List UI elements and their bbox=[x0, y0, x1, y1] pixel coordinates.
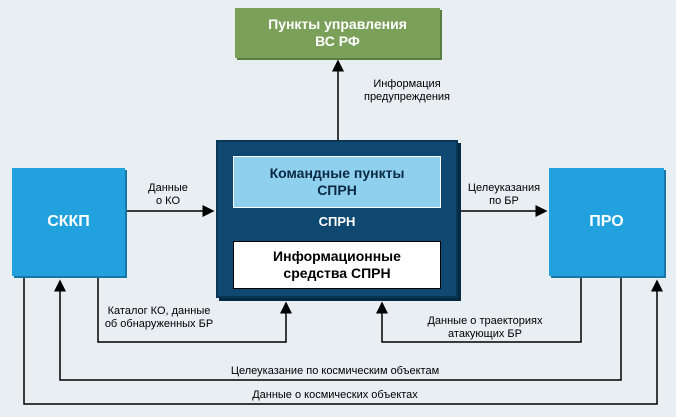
sprn-label: СПРН bbox=[318, 213, 356, 229]
pro-box: ПРО bbox=[549, 168, 664, 276]
label-ko-data: Данные о КО bbox=[148, 182, 188, 207]
label-space-data: Данные о космических объектах bbox=[252, 389, 418, 401]
label-target-space: Целеуказание по космическим объектам bbox=[230, 365, 440, 377]
sprn-info-means-box: Информационные средства СПРН bbox=[233, 241, 441, 289]
arrow-space-data bbox=[23, 277, 663, 405]
arrow-trajectories bbox=[376, 277, 582, 343]
pro-label: ПРО bbox=[589, 213, 624, 230]
command-points-vs-rf-box: Пункты управления ВС РФ bbox=[235, 8, 440, 58]
label-catalog: Каталог КО, данные об обнаруженных БР bbox=[104, 305, 214, 330]
sskp-box: СККП bbox=[12, 168, 125, 276]
label-target-br: Целеуказания по БР bbox=[467, 182, 541, 207]
sprn-command-points-label: Командные пункты СПРН bbox=[269, 165, 405, 198]
command-points-vs-rf-label: Пункты управления ВС РФ bbox=[268, 16, 407, 49]
sprn-command-points-box: Командные пункты СПРН bbox=[233, 156, 441, 208]
label-trajectories: Данные о траекториях атакующих БР bbox=[427, 315, 543, 340]
arrow-catalog bbox=[97, 277, 292, 343]
sskp-label: СККП bbox=[47, 213, 90, 230]
arrow-target-space bbox=[54, 277, 622, 381]
label-warning-info: Информация предупреждения bbox=[363, 78, 450, 103]
sprn-info-means-label: Информационные средства СПРН bbox=[273, 248, 401, 281]
